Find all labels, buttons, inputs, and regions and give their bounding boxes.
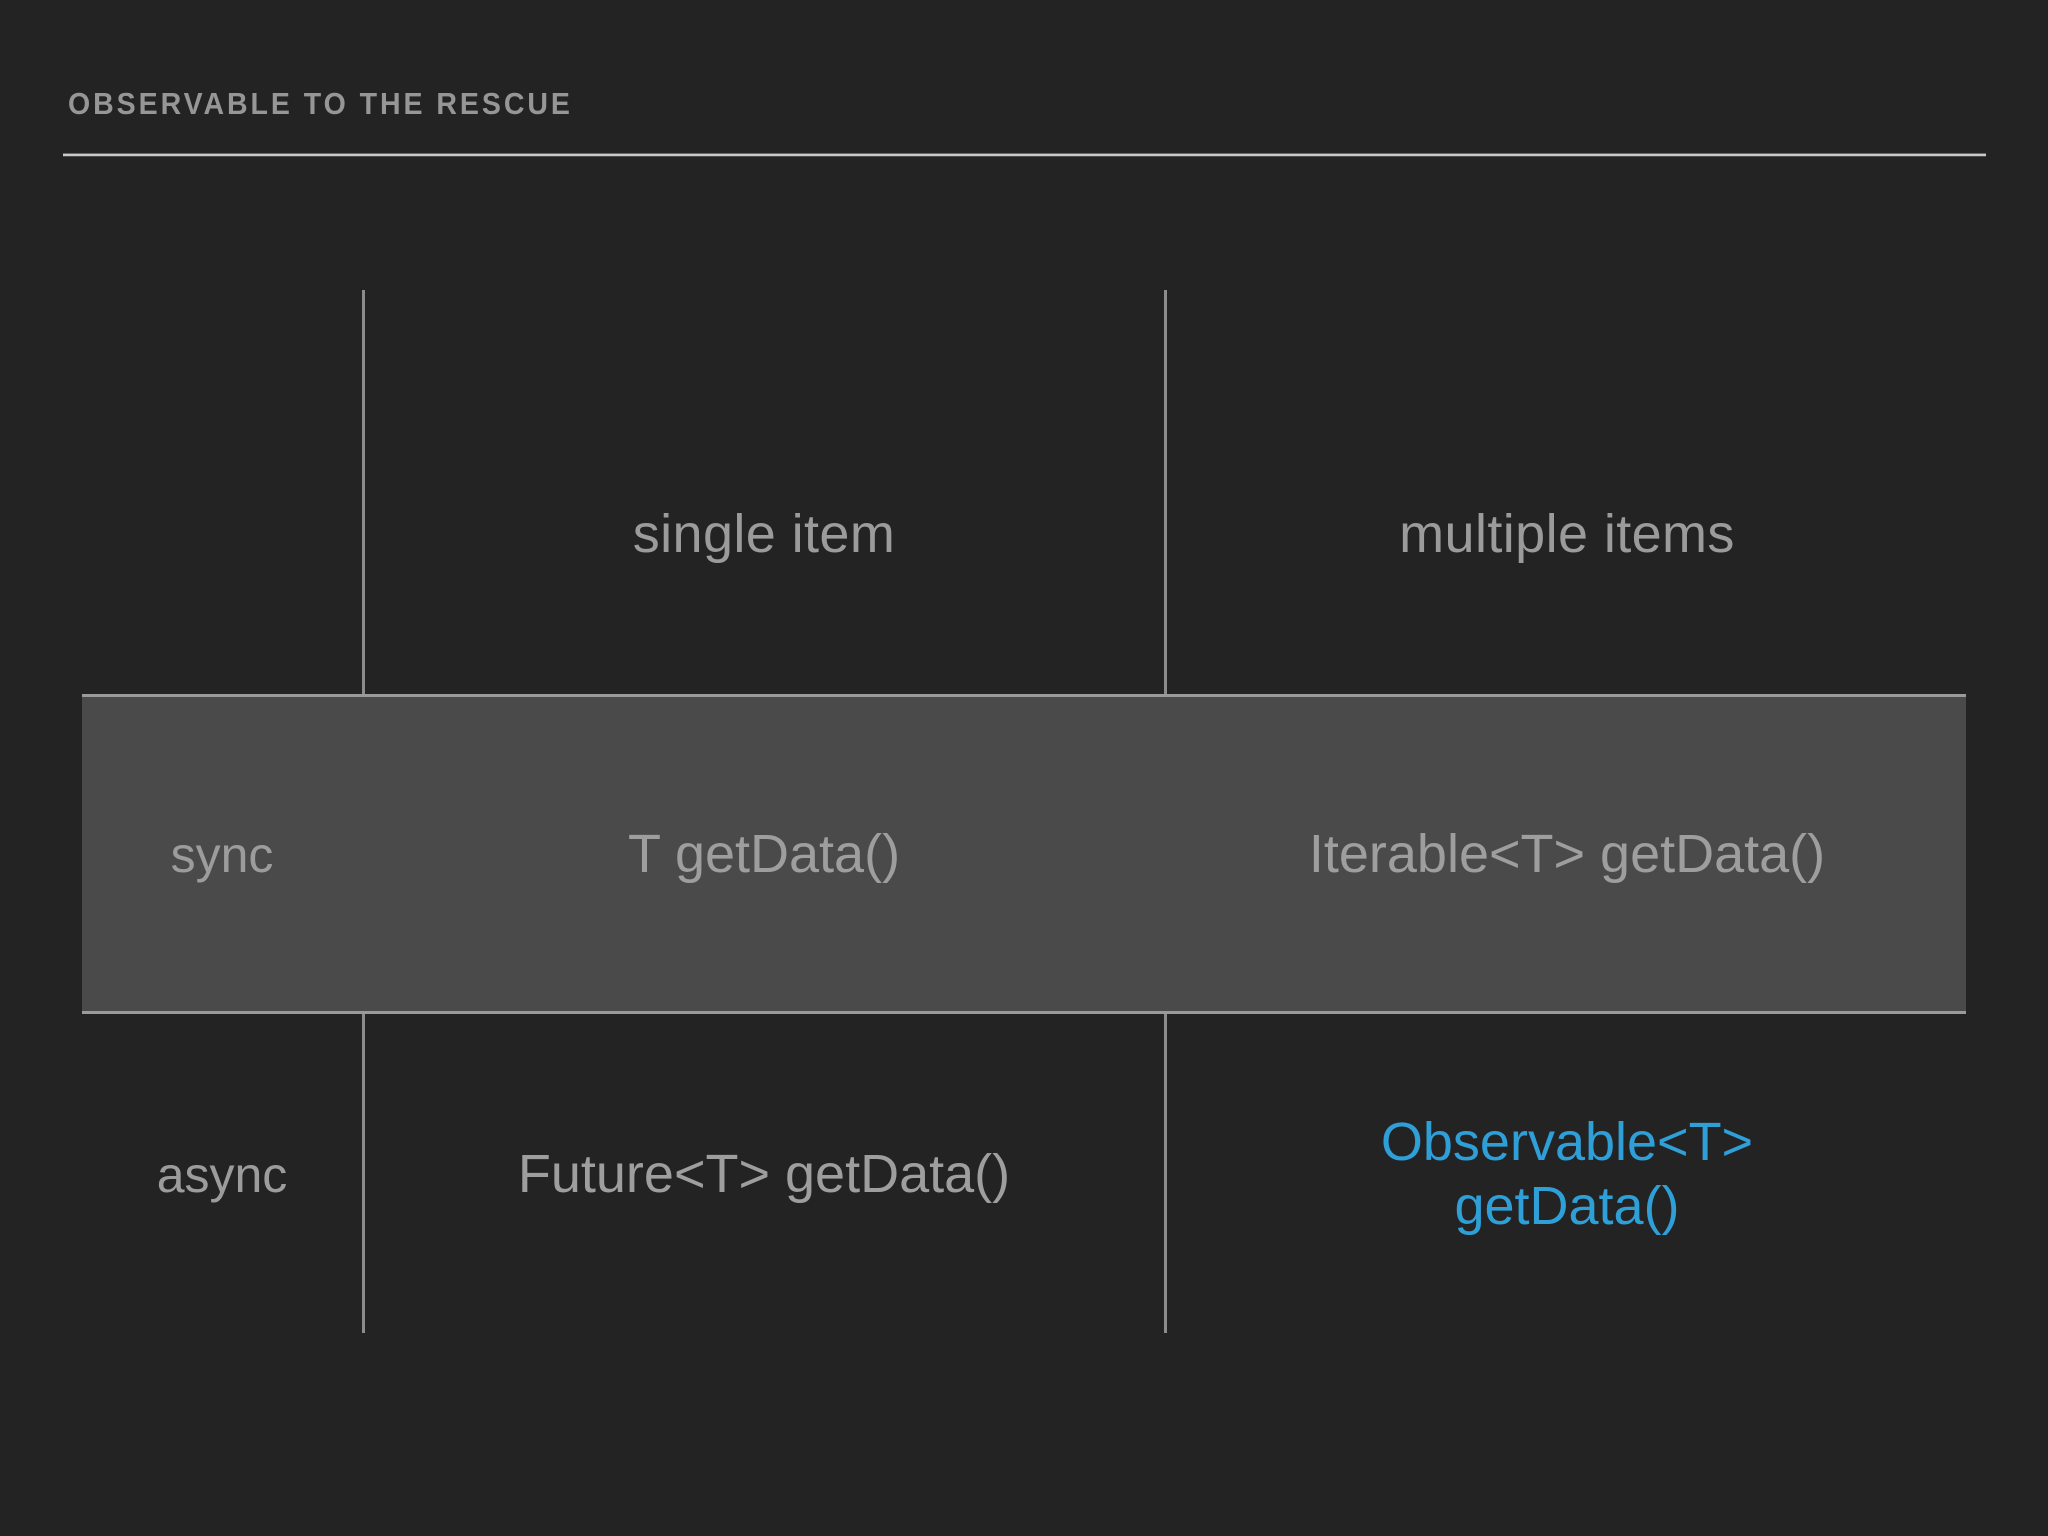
table-column-header-single-item: single item bbox=[632, 504, 896, 565]
table-row-header-sync: sync bbox=[170, 826, 274, 883]
table-cell-sync-single-item: T getData() bbox=[627, 824, 901, 885]
table-cell-async-multiple-items-line2: getData() bbox=[1454, 1176, 1680, 1236]
table-row-highlight-sync bbox=[82, 694, 1966, 1014]
table-cell-async-multiple-items-line1: Observable<T> bbox=[1380, 1112, 1754, 1173]
title-divider bbox=[63, 153, 1986, 157]
table-cell-async-multiple-items: Observable<T> getData() bbox=[1168, 1090, 1966, 1260]
page-title: OBSERVABLE TO THE RESCUE bbox=[68, 86, 573, 121]
table-row-header-async: async bbox=[156, 1146, 288, 1203]
table-cell-sync-multiple-items: Iterable<T> getData() bbox=[1308, 824, 1826, 885]
table-cell-async-single-item: Future<T> getData() bbox=[517, 1144, 1011, 1205]
table-column-header-multiple-items: multiple items bbox=[1399, 504, 1735, 565]
